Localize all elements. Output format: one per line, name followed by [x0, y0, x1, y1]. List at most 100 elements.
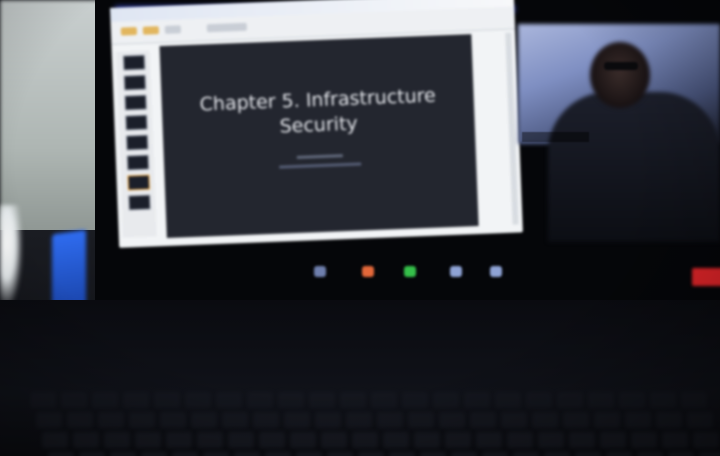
keyboard-key: [569, 432, 595, 448]
keyboard-key: [290, 432, 316, 448]
keyboard-key: [166, 432, 192, 448]
keyboard-key: [321, 432, 347, 448]
keyboard-key: [172, 452, 198, 456]
keyboard-key: [315, 412, 341, 428]
keyboard-key: [358, 452, 384, 456]
keyboard-key: [650, 392, 676, 408]
keyboard-key: [656, 412, 682, 428]
slide-thumbnail[interactable]: [123, 74, 147, 91]
keyboard-key: [464, 392, 490, 408]
keyboard-key: [482, 452, 508, 456]
keyboard-key: [408, 412, 434, 428]
keyboard-key: [451, 452, 477, 456]
keyboard-key: [402, 392, 428, 408]
keyboard-key: [141, 452, 167, 456]
keyboard-key: [296, 452, 322, 456]
keyboard-key: [371, 392, 397, 408]
participants-icon: [450, 266, 462, 277]
chat-button[interactable]: [476, 262, 516, 292]
keyboard-key: [637, 452, 663, 456]
keyboard-key: [284, 412, 310, 428]
slide-thumbnail[interactable]: [122, 54, 146, 71]
keyboard-key: [154, 392, 180, 408]
keyboard-key: [30, 392, 56, 408]
video-button[interactable]: [348, 262, 388, 292]
keyboard-key: [160, 412, 186, 428]
participants-button[interactable]: [436, 262, 476, 292]
current-slide: Chapter 5. Infrastructure Security: [159, 34, 479, 238]
slide-thumbnail[interactable]: [128, 194, 151, 211]
video-icon: [362, 266, 374, 277]
keyboard-key: [327, 452, 353, 456]
keyboard-key: [513, 452, 539, 456]
keyboard-key: [619, 392, 645, 408]
slide-title: Chapter 5. Infrastructure Security: [199, 84, 437, 138]
keyboard-key: [234, 452, 260, 456]
slide-thumbnail[interactable]: [124, 94, 147, 111]
ribbon-icon: [206, 22, 247, 33]
keyboard-key: [247, 392, 273, 408]
keyboard-key: [526, 392, 552, 408]
laptop-keyboard: [0, 300, 720, 456]
keyboard-key: [563, 412, 589, 428]
share-screen-icon: [404, 266, 416, 277]
keyboard-key: [228, 432, 254, 448]
participant-glasses: [604, 62, 638, 70]
microphone-button[interactable]: [300, 262, 340, 292]
slide-subtitle-blur: [164, 146, 476, 176]
keyboard-key: [693, 432, 719, 448]
slide-thumbnail-active[interactable]: [127, 174, 151, 191]
keyboard-key: [575, 452, 601, 456]
keyboard-key: [216, 392, 242, 408]
keyboard-key: [92, 392, 118, 408]
keyboard-key: [67, 412, 93, 428]
keyboard-key: [501, 412, 527, 428]
keyboard-key: [681, 392, 707, 408]
slide-thumbnail[interactable]: [125, 114, 148, 131]
lamp: [0, 205, 22, 305]
participant-head: [590, 42, 650, 108]
keyboard-key: [476, 432, 502, 448]
keyboard-key: [222, 412, 248, 428]
end-meeting-button[interactable]: [692, 268, 720, 286]
keyboard-key: [259, 432, 285, 448]
keyboard-key: [36, 412, 62, 428]
keyboard-key: [123, 392, 149, 408]
keyboard-key: [470, 412, 496, 428]
ribbon-icon: [164, 25, 182, 34]
keyboard-key: [377, 412, 403, 428]
keyboard-key: [73, 432, 99, 448]
slide-thumbnail[interactable]: [126, 154, 150, 171]
ribbon-icon: [120, 26, 138, 36]
presentation-window: Chapter 5. Infrastructure Security: [110, 0, 523, 248]
share-screen-button[interactable]: [390, 262, 430, 292]
keyboard-key: [532, 412, 558, 428]
keyboard-key: [445, 432, 471, 448]
keyboard-key: [110, 452, 136, 456]
keyboard-key: [79, 452, 105, 456]
keyboard-key: [346, 412, 372, 428]
ribbon-icon: [142, 26, 160, 35]
keyboard-key: [507, 432, 533, 448]
keyboard-key: [340, 392, 366, 408]
keyboard-key: [265, 452, 291, 456]
keyboard-key: [699, 452, 720, 456]
keyboard-key: [278, 392, 304, 408]
keyboard-key: [48, 452, 74, 456]
meeting-toolbar: [290, 262, 520, 292]
slide-thumbnail[interactable]: [125, 134, 149, 151]
keyboard-key: [352, 432, 378, 448]
keyboard-key: [253, 412, 279, 428]
keyboard-key: [203, 452, 229, 456]
keyboard-key: [588, 392, 614, 408]
keyboard-key: [439, 412, 465, 428]
keyboard-key: [309, 392, 335, 408]
keyboard-key: [557, 392, 583, 408]
keyboard-key: [414, 432, 440, 448]
keyboard-key: [625, 412, 651, 428]
keyboard-key: [389, 452, 415, 456]
keyboard-key: [42, 432, 68, 448]
keyboard-key: [606, 452, 632, 456]
keyboard-key: [104, 432, 130, 448]
